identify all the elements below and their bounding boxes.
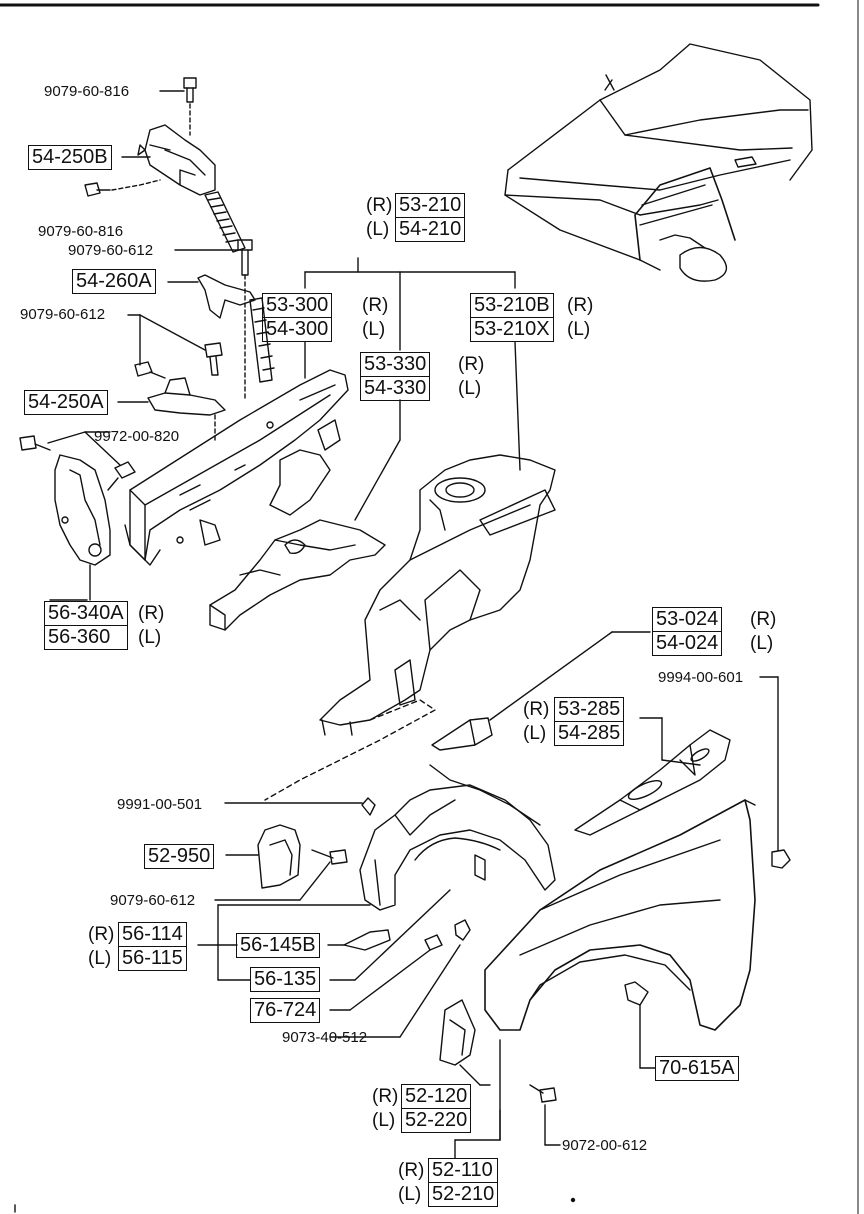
- part-53-285: 53-285: [558, 698, 621, 720]
- part-54-250A: 54-250A: [24, 390, 108, 415]
- part-group-56-114: 56-114 56-115: [118, 922, 187, 971]
- bracket-53-024-shape: [431, 717, 493, 751]
- side-mark-54-024: (L): [750, 633, 774, 654]
- bracket-54-260A-shape: [197, 274, 256, 319]
- part-group-53-300: 53-300 54-300: [262, 293, 333, 342]
- label-9079-60-612-a: 9079-60-612: [68, 242, 154, 259]
- rubber-strip-shape: [204, 191, 246, 253]
- nut-9994-icon: [771, 849, 791, 869]
- side-mark-53-285: (R): [523, 699, 550, 720]
- part-76-724: 76-724: [250, 998, 321, 1023]
- label-9079-60-816-top: 9079-60-816: [44, 83, 130, 100]
- part-52-950: 52-950: [144, 844, 215, 869]
- part-56-114: 56-114: [122, 923, 183, 945]
- part-53-300: 53-300: [266, 294, 329, 316]
- reinforcement-53-285-shape: [574, 729, 731, 836]
- part-52-220: 52-220: [402, 1108, 471, 1132]
- part-group-53-210B: 53-210B 53-210X: [470, 293, 554, 342]
- label-9073-40-512: 9073-40-512: [282, 1029, 368, 1046]
- side-mark-53-300: (R): [362, 295, 389, 316]
- car-illustration: [504, 43, 813, 282]
- part-53-330: 53-330: [364, 353, 427, 375]
- side-mark-54-210: (L): [366, 219, 390, 240]
- side-mark-54-300: (L): [362, 319, 386, 340]
- side-mark-52-120: (R): [372, 1086, 399, 1107]
- bolt-9972-left-icon: [19, 435, 51, 451]
- apron-panel-53-210B-shape: [319, 454, 556, 736]
- side-mark-56-114: (R): [88, 924, 115, 945]
- side-mark-56-360: (L): [138, 627, 162, 648]
- bolt-9972-right-icon: [107, 461, 136, 491]
- side-mark-53-210B: (R): [567, 295, 594, 316]
- part-53-210B: 53-210B: [474, 294, 550, 316]
- part-53-210X: 53-210X: [471, 317, 553, 341]
- part-56-145B: 56-145B: [236, 933, 320, 958]
- side-mark-56-340A: (R): [138, 603, 165, 624]
- label-9079-60-612-b: 9079-60-612: [20, 306, 106, 323]
- screw-9073-icon: [454, 919, 471, 941]
- side-mark-53-024: (R): [750, 609, 777, 630]
- frame-rail-53-300-shape: [124, 369, 349, 566]
- part-53-024: 53-024: [656, 608, 719, 630]
- part-54-330: 54-330: [361, 376, 430, 400]
- label-9072-00-612: 9072-00-612: [562, 1137, 648, 1154]
- bolt-top-icon: [183, 77, 197, 103]
- part-group-53-285: 53-285 54-285: [554, 697, 625, 746]
- bolt-612-a-icon: [204, 342, 223, 376]
- part-group-53-330: 53-330 54-330: [360, 352, 431, 401]
- side-mark-54-285: (L): [523, 723, 547, 744]
- part-group-52-120: 52-120 52-220: [401, 1084, 472, 1133]
- bracket-52-950-shape: [257, 824, 301, 889]
- label-9991-00-501: 9991-00-501: [117, 796, 203, 813]
- sub-frame-53-330-shape: [209, 519, 386, 631]
- clip-76-724-icon: [424, 934, 443, 951]
- label-9079-60-816-low: 9079-60-816: [38, 223, 124, 240]
- part-56-340A: 56-340A: [48, 602, 124, 624]
- part-54-250B: 54-250B: [28, 145, 112, 170]
- bracket-56-340A-shape: [54, 454, 111, 566]
- part-56-135: 56-135: [250, 967, 321, 992]
- part-52-110: 52-110: [432, 1159, 493, 1181]
- part-53-210: 53-210: [399, 194, 462, 216]
- part-54-024: 54-024: [653, 631, 722, 655]
- part-56-360: 56-360: [45, 625, 127, 649]
- part-group-56-340A: 56-340A 56-360: [44, 601, 128, 650]
- side-mark-54-330: (L): [458, 378, 482, 399]
- clip-9991-icon: [361, 797, 376, 816]
- bolt-612-top-icon: [237, 239, 253, 276]
- bolt-612-c-icon: [311, 849, 348, 865]
- label-9994-00-601: 9994-00-601: [658, 669, 744, 686]
- side-mark-52-210: (L): [398, 1184, 422, 1205]
- side-mark-52-110: (R): [398, 1160, 425, 1181]
- part-group-52-110: 52-110 52-210: [428, 1158, 499, 1207]
- inner-fender-56-114-shape: [359, 764, 556, 911]
- label-9079-60-612-c: 9079-60-612: [110, 892, 196, 909]
- bracket-54-250A-shape: [147, 377, 226, 416]
- part-54-300: 54-300: [263, 317, 332, 341]
- label-9972-00-820: 9972-00-820: [94, 428, 180, 445]
- bracket-52-120-shape: [439, 999, 476, 1066]
- bolt-9072-icon: [529, 1084, 557, 1103]
- part-group-53-210: 53-210 54-210: [395, 193, 466, 242]
- side-mark-56-115: (L): [88, 948, 112, 969]
- part-70-615A: 70-615A: [655, 1056, 739, 1081]
- part-54-260A: 54-260A: [72, 269, 156, 294]
- bolt-612-b-icon: [134, 361, 166, 379]
- part-56-115: 56-115: [119, 946, 186, 970]
- clip-70-615A-icon: [624, 981, 649, 1006]
- side-mark-53-210: (R): [366, 195, 393, 216]
- part-52-210: 52-210: [429, 1182, 498, 1206]
- side-mark-53-330: (R): [458, 354, 485, 375]
- bracket-54-250B-shape: [144, 124, 216, 196]
- part-54-285: 54-285: [555, 721, 624, 745]
- bolt-left-icon: [84, 182, 111, 197]
- side-mark-52-220: (L): [372, 1110, 396, 1131]
- front-fender-shape: [484, 799, 756, 1031]
- part-52-120: 52-120: [405, 1085, 468, 1107]
- part-group-53-024: 53-024 54-024: [652, 607, 723, 656]
- bracket-56-145B-shape: [343, 929, 391, 951]
- part-54-210: 54-210: [396, 217, 465, 241]
- side-mark-53-210X: (L): [567, 319, 591, 340]
